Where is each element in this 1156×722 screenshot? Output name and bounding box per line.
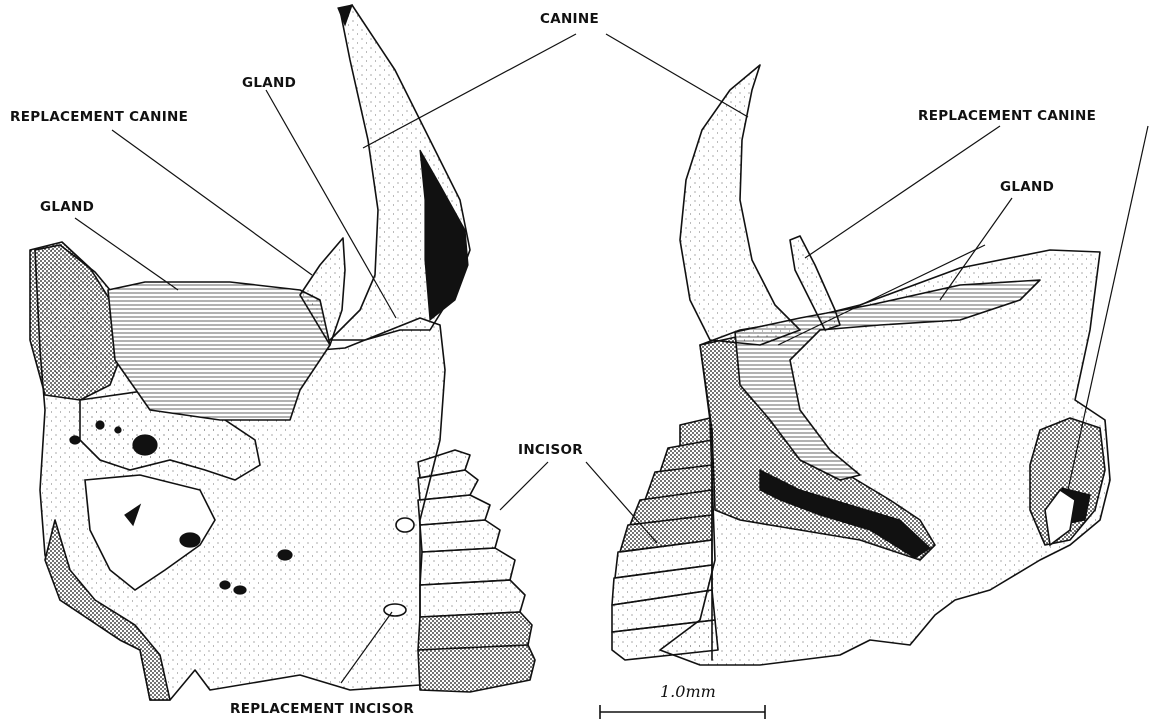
- incisor-tooth: [418, 645, 535, 692]
- left-incisor-stack: [418, 450, 535, 692]
- replacement-incisor-opening: [384, 604, 406, 616]
- foramen: [278, 550, 292, 560]
- scale-bar: 1.0mm: [600, 682, 765, 719]
- incisor-leader-left: [500, 462, 548, 510]
- incisor-tooth: [420, 548, 515, 585]
- incisor-tooth: [418, 612, 532, 650]
- label-incisor: INCISOR: [518, 442, 583, 458]
- label-gland-left-upper: GLAND: [242, 75, 296, 91]
- foramen: [234, 586, 246, 594]
- foramen-open: [396, 518, 414, 532]
- foramen: [96, 421, 104, 429]
- foramen: [115, 427, 121, 433]
- label-replacement-canine-right: REPLACEMENT CANINE: [918, 108, 1096, 124]
- label-canine: CANINE: [540, 11, 599, 27]
- replacement-canine-leader-left: [112, 130, 312, 275]
- right-specimen: [612, 65, 1110, 665]
- foramen: [220, 581, 230, 589]
- foramen: [70, 436, 80, 444]
- foramen: [180, 533, 200, 547]
- right-canine: [680, 65, 800, 345]
- label-replacement-incisor: REPLACEMENT INCISOR: [230, 701, 414, 717]
- canine-leader-right: [606, 34, 748, 117]
- label-gland-left-lower: GLAND: [40, 199, 94, 215]
- scale-bar-label: 1.0mm: [660, 682, 716, 701]
- replacement-canine-leader-right: [805, 126, 1000, 258]
- incisor-tooth: [420, 580, 525, 617]
- label-replacement-canine-left: REPLACEMENT CANINE: [10, 109, 188, 125]
- foramen: [133, 435, 157, 455]
- label-gland-right: GLAND: [1000, 179, 1054, 195]
- incisor-tooth: [420, 520, 500, 552]
